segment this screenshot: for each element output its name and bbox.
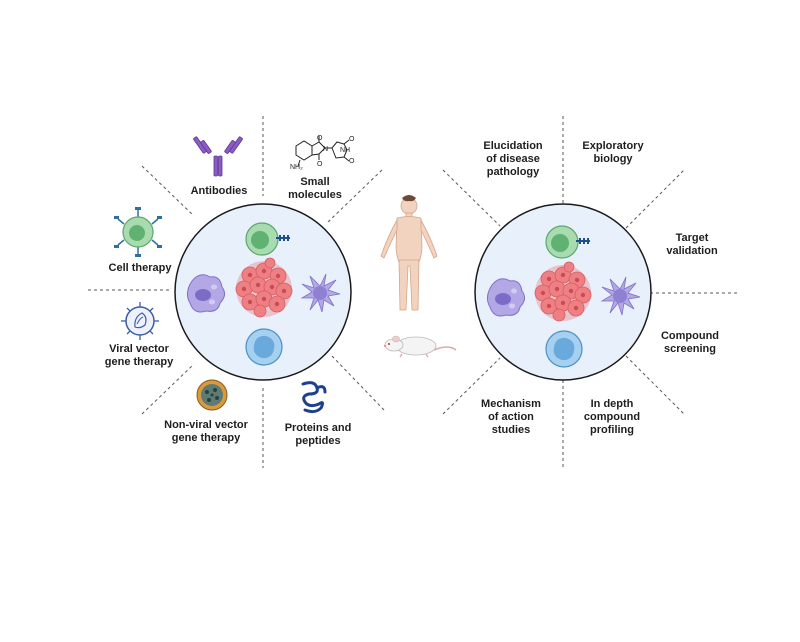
label-compound-screening: Compound screening: [660, 330, 720, 355]
label-non-viral-vector: Non-viral vector gene therapy: [164, 419, 248, 444]
small-molecule-atom-nh2: NH₂: [290, 164, 303, 171]
small-molecule-atom-n: N: [323, 146, 328, 153]
left-divider-lines: [88, 116, 385, 468]
label-proteins-peptides: Proteins and peptides: [284, 422, 352, 447]
label-cell-therapy: Cell therapy: [108, 262, 172, 274]
viral-vector-icon: [121, 302, 159, 340]
label-mechanism-of-action: Mechanism of action studies: [481, 398, 541, 436]
b-cell-icon-right: [545, 330, 583, 368]
non-viral-vector-icon: [196, 379, 228, 411]
small-molecule-atom-o-right2: O: [349, 158, 355, 165]
left-panel: O N O NH O O NH₂: [88, 116, 385, 468]
macrophage-icon: [186, 274, 226, 313]
right-divider-lines: [442, 116, 740, 468]
small-molecule-atom-nh: NH: [340, 147, 350, 154]
macrophage-icon-right: [486, 278, 526, 317]
small-molecule-atom-o-top: O: [317, 135, 323, 142]
cell-therapy-icon: [114, 207, 162, 257]
mouse-icon: [383, 335, 457, 358]
label-in-depth-profiling: In depth compound profiling: [583, 398, 641, 436]
label-elucidation: Elucidation of disease pathology: [483, 140, 543, 178]
small-molecule-icon: [295, 136, 350, 167]
antibody-icon: [193, 136, 243, 177]
small-molecule-atom-o-bottom: O: [317, 161, 323, 168]
human-figure-icon: [380, 195, 438, 311]
b-cell-icon: [245, 328, 283, 366]
label-exploratory-biology: Exploratory biology: [582, 140, 644, 165]
small-molecule-atom-o-right: O: [349, 136, 355, 143]
label-small-molecules: Small molecules: [288, 176, 342, 201]
protein-icon: [301, 381, 327, 414]
label-target-validation: Target validation: [666, 232, 718, 257]
label-antibodies: Antibodies: [190, 185, 248, 197]
right-panel: [442, 116, 740, 468]
label-viral-vector: Viral vector gene therapy: [104, 343, 174, 368]
